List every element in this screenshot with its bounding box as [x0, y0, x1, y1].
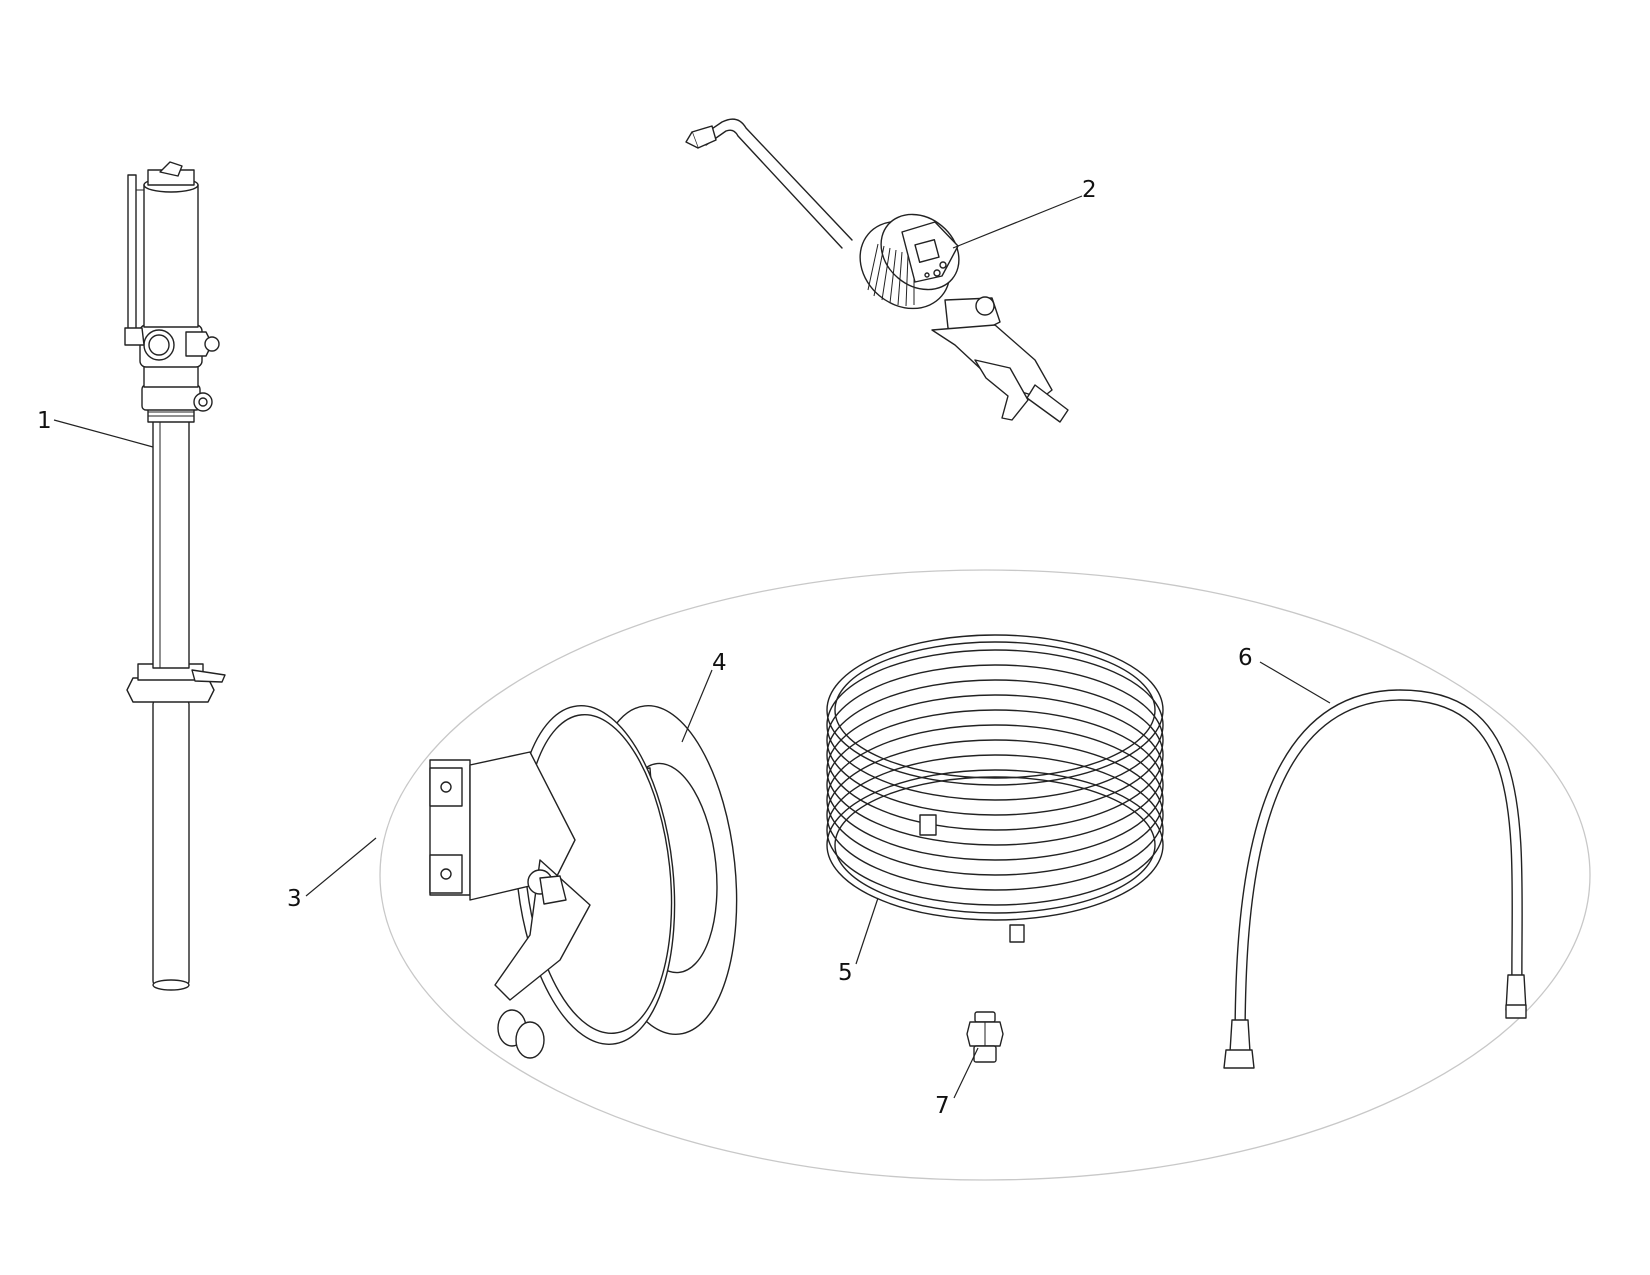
callout-5: 5 [838, 960, 853, 986]
leader-line-1 [53, 419, 154, 448]
callout-7: 7 [935, 1093, 950, 1119]
callout-4: 4 [712, 650, 727, 676]
leader-line-6 [1259, 661, 1331, 704]
leader-line-4 [681, 669, 713, 743]
kit-group-outline [379, 569, 1591, 1181]
leader-line-2 [952, 195, 1083, 249]
part-1-pump [124, 161, 226, 991]
callout-3: 3 [287, 886, 302, 912]
callout-6: 6 [1238, 645, 1253, 671]
leader-line-3 [305, 837, 377, 897]
leader-line-7 [953, 1047, 979, 1099]
part-6-whip-hose [1223, 689, 1527, 1069]
part-7-fitting [966, 1011, 1004, 1063]
leader-line-5 [855, 897, 879, 965]
part-4-hose-reel [429, 705, 738, 1059]
callout-2: 2 [1082, 177, 1097, 203]
part-5-coiled-hose [826, 634, 1164, 943]
part-2-meter-nozzle [685, 118, 1069, 423]
callout-1: 1 [37, 408, 52, 434]
